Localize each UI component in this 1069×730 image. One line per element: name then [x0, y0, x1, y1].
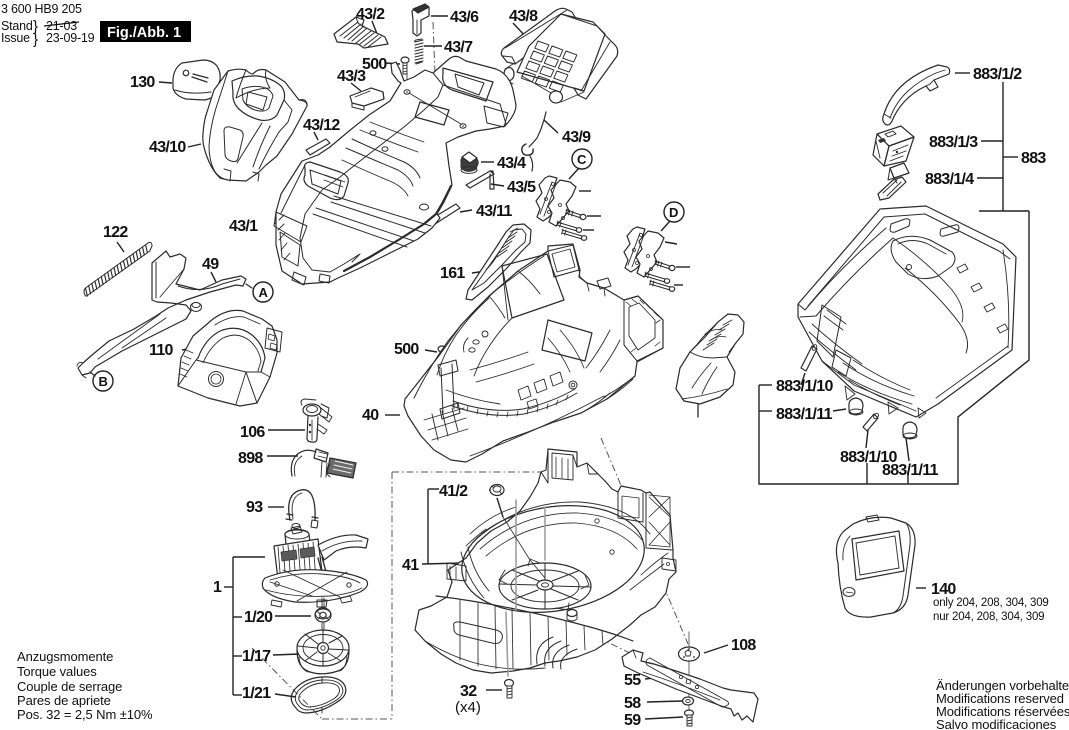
svg-text:Stand: Stand — [1, 19, 33, 33]
svg-text:883/1/10: 883/1/10 — [840, 449, 897, 466]
svg-text:1/20: 1/20 — [244, 609, 273, 626]
svg-text:43/11: 43/11 — [476, 203, 512, 220]
svg-text:B: B — [99, 374, 108, 389]
svg-text:883/1/11: 883/1/11 — [776, 406, 833, 423]
svg-text:106: 106 — [240, 424, 265, 441]
svg-text:43/2: 43/2 — [356, 6, 385, 23]
svg-text:43/9: 43/9 — [562, 129, 591, 146]
svg-text:1/21: 1/21 — [242, 685, 271, 702]
svg-text:49: 49 — [202, 256, 219, 273]
svg-text:883: 883 — [1021, 150, 1046, 167]
svg-text:1: 1 — [213, 579, 222, 596]
svg-text:43/1: 43/1 — [229, 218, 258, 235]
svg-text:43/12: 43/12 — [303, 117, 340, 134]
svg-text:883/1/10: 883/1/10 — [776, 378, 833, 395]
svg-text:23-09-19: 23-09-19 — [46, 31, 95, 45]
svg-text:140: 140 — [931, 581, 956, 598]
svg-text:130: 130 — [130, 74, 155, 91]
svg-text:59: 59 — [624, 712, 641, 729]
svg-text:108: 108 — [731, 637, 756, 654]
svg-text:43/3: 43/3 — [337, 68, 366, 85]
svg-text:Pares de apriete: Pares de apriete — [17, 693, 111, 708]
svg-text:Torque values: Torque values — [17, 664, 97, 679]
svg-text:Issue: Issue — [1, 31, 30, 45]
svg-text:3 600 HB9 205: 3 600 HB9 205 — [1, 2, 82, 16]
svg-text:Modifications réservées: Modifications réservées — [936, 704, 1069, 719]
svg-text:Anzugsmomente: Anzugsmomente — [17, 649, 113, 664]
svg-text:122: 122 — [103, 224, 128, 241]
svg-text:Couple de serrage: Couple de serrage — [17, 679, 122, 694]
svg-text:43/7: 43/7 — [444, 39, 473, 56]
svg-text:883/1/3: 883/1/3 — [929, 134, 978, 151]
svg-text:41/2: 41/2 — [439, 483, 468, 500]
svg-text:A: A — [259, 285, 269, 300]
svg-text:161: 161 — [440, 265, 465, 282]
svg-text:C: C — [577, 152, 587, 167]
svg-text:Salvo modificaciones: Salvo modificaciones — [936, 717, 1057, 730]
svg-text:1/17: 1/17 — [242, 648, 271, 665]
svg-text:(x4): (x4) — [455, 699, 481, 716]
svg-text:898: 898 — [238, 450, 263, 467]
svg-text:43/5: 43/5 — [507, 179, 536, 196]
svg-text:nur 204, 208, 304, 309: nur 204, 208, 304, 309 — [933, 611, 1044, 623]
svg-text:43/4: 43/4 — [497, 155, 526, 172]
svg-text:58: 58 — [624, 695, 641, 712]
svg-text:Pos. 32 = 2,5 Nm ±10%: Pos. 32 = 2,5 Nm ±10% — [17, 707, 153, 722]
svg-text:}: } — [33, 18, 38, 35]
svg-text:Änderungen vorbehalten: Änderungen vorbehalten — [936, 678, 1069, 693]
svg-text:883/1/11: 883/1/11 — [882, 462, 939, 479]
svg-text:Fig./Abb. 1: Fig./Abb. 1 — [107, 25, 181, 41]
svg-text:93: 93 — [246, 499, 263, 516]
svg-text:40: 40 — [362, 407, 379, 424]
svg-text:Modifications reserved: Modifications reserved — [936, 691, 1064, 706]
svg-text:only 204, 208, 304, 309: only 204, 208, 304, 309 — [933, 597, 1049, 609]
svg-text:41: 41 — [402, 557, 419, 574]
svg-text:55: 55 — [624, 672, 641, 689]
svg-text:500: 500 — [394, 341, 419, 358]
svg-text:43/6: 43/6 — [450, 9, 479, 26]
svg-text:}: } — [33, 31, 38, 48]
svg-text:D: D — [669, 205, 678, 220]
svg-text:883/1/2: 883/1/2 — [973, 66, 1022, 83]
svg-text:500: 500 — [362, 56, 387, 73]
svg-text:32: 32 — [460, 683, 477, 700]
svg-text:43/8: 43/8 — [509, 8, 538, 25]
svg-text:883/1/4: 883/1/4 — [925, 171, 974, 188]
svg-text:110: 110 — [149, 342, 174, 359]
svg-text:43/10: 43/10 — [149, 139, 186, 156]
